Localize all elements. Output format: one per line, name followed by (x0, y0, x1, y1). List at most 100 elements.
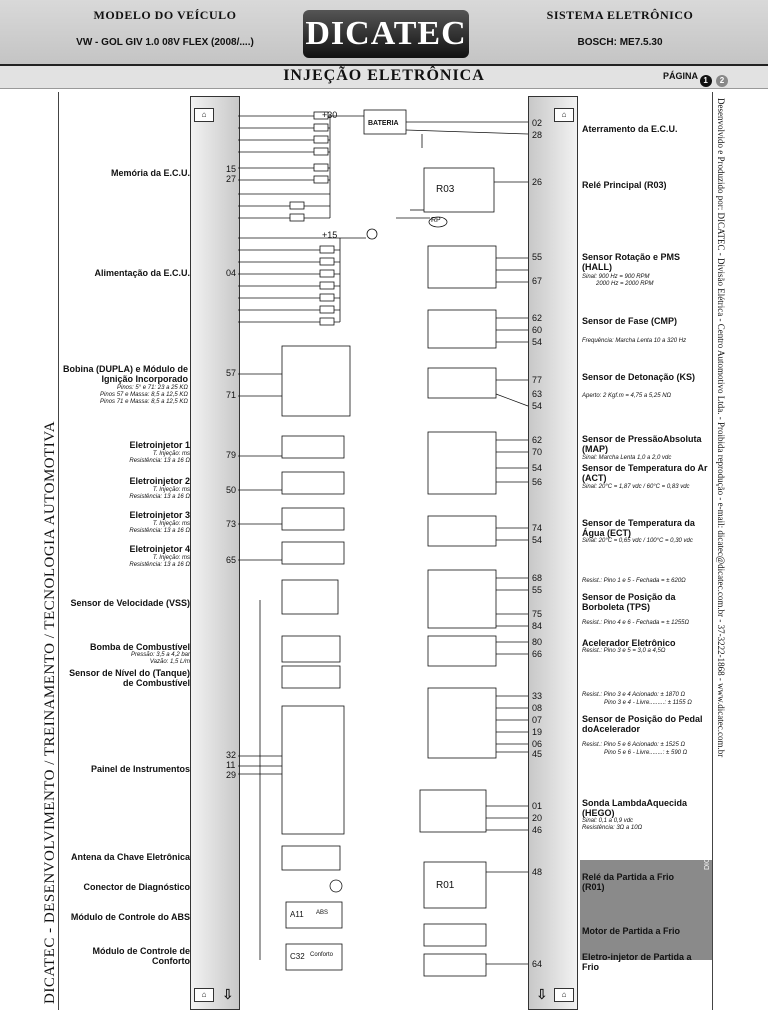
label-ecu-power: Alimentação da E.C.U. (94, 268, 190, 278)
vss-box (281, 579, 339, 615)
pin-62: 62 (532, 435, 543, 445)
act-note-1: Sinal: 20°C = 1,87 vdc / 60°C = 0,83 vdc (582, 484, 690, 490)
plus15-label: +15 (322, 230, 338, 240)
ecu-connector-left (190, 96, 240, 1010)
injector-3-note-1: T. Injeção: ms (152, 521, 190, 527)
pin-80: 80 (532, 637, 543, 647)
pin-66: 66 (532, 649, 543, 659)
pin-15: 15 (226, 164, 237, 174)
comfort-module-code: C32 (290, 952, 305, 961)
vehicle-model-value: VW - GOL GIV 1.0 08V FLEX (2008/....) (76, 37, 254, 48)
hall-sensor-box (427, 245, 497, 289)
pedal-sensor-box (427, 687, 497, 759)
label-cold-start-relay: Relé da Partida a Frio (R01) (582, 872, 675, 892)
label-fuel-pump: Bomba de Combustível (89, 642, 190, 652)
lambda-note-1: Sinal: 0,1 a 0,9 vdc (582, 818, 634, 824)
subheader: INJEÇÃO ELETRÔNICA PÁGINA 1 2 (0, 66, 768, 89)
relay-r01-label: R01 (436, 880, 455, 891)
ect-sensor-box (427, 515, 497, 547)
label-injector-1: Eletroinjetor 1 (129, 440, 190, 450)
lambda-sensor-box (419, 789, 487, 833)
pin-62: 62 (532, 313, 543, 323)
label-pedal-sensor: Sensor de Posição do Pedal doAcelerador (582, 714, 703, 734)
coil-note-3: Pinos 71 e Massa: 8,5 a 12,5 KΩ (100, 399, 188, 405)
pin-20: 20 (532, 813, 543, 823)
label-abs-module: Módulo de Controle do ABS (70, 912, 190, 922)
label-comfort-module: Módulo de Controle de Conforto (92, 946, 191, 966)
label-knock-sensor: Sensor de Detonação (KS) (582, 372, 696, 382)
plus30-label: +30 (322, 110, 338, 120)
fuel-pump-note-1: Pressão: 3,5 a 4,2 bar (130, 652, 190, 658)
pin-54: 54 (532, 535, 543, 545)
label-fuel-level: Sensor de Nível do (Tanque) de Combustív… (69, 668, 190, 688)
knock-sensor-box (427, 367, 497, 399)
throttle-motor-box (427, 635, 497, 667)
ecu-icon: ⌂ (554, 988, 574, 1002)
battery-label: BATERIA (368, 120, 399, 127)
pin-71: 71 (226, 390, 237, 400)
diagnostic-connector-symbol (329, 879, 343, 893)
header: MODELO DO VEÍCULO VW - GOL GIV 1.0 08V F… (0, 0, 768, 66)
label-instrument-panel: Painel de Instrumentos (90, 764, 190, 774)
label-hall-sensor: Sensor Rotação e PMS (HALL) (582, 252, 681, 272)
pin-75: 75 (532, 609, 543, 619)
label-injector-2: Eletroinjetor 2 (129, 476, 190, 486)
map-note-1: Sinal: Marcha Lenta 1,0 a 2,0 vdc (582, 455, 672, 461)
relay-r01-box (423, 861, 487, 909)
right-sidebar (712, 92, 729, 1010)
fuse-rp-label: RP (431, 217, 441, 224)
label-tps-sensor: Sensor de Posição da Borboleta (TPS) (582, 592, 676, 612)
cmp-note-1: Frequência: Marcha Lenta 10 a 320 Hz (582, 338, 687, 344)
pin-56: 56 (532, 477, 543, 487)
arrow-down-icon: ⇩ (536, 986, 548, 1002)
injector-4-note-1: T. Injeção: ms (152, 555, 190, 561)
instrument-panel-box (281, 705, 345, 835)
pin-67: 67 (532, 276, 543, 286)
label-injector-4: Eletroinjetor 4 (129, 544, 190, 554)
page-1-dot[interactable]: 1 (699, 75, 712, 87)
pin-29: 29 (226, 770, 237, 780)
battery-symbol (363, 109, 407, 135)
label-diagnostic-connector: Conector de Diagnóstico (83, 882, 190, 892)
injector-3-note-2: Resistência: 13 a 16 Ω (129, 528, 190, 534)
label-throttle-actuator: Acelerador Eletrônico (582, 638, 676, 648)
pin-55: 55 (532, 585, 543, 595)
relay-r03-label: R03 (436, 184, 455, 195)
pedal-note-2: Pino 3 e 4 - Livre.........: ± 1155 Ω (604, 700, 692, 706)
fuel-pump-note-2: Vazão: 1,5 L/m (149, 659, 190, 665)
page-indicator[interactable]: 1 2 (699, 70, 728, 88)
lambda-note-2: Resistência: 3Ω a 10Ω (582, 825, 643, 831)
abs-module-code: A11 (290, 910, 304, 919)
injector-4-box (281, 541, 345, 565)
coil-note-2: Pinos 57 e Massa: 8,5 a 12,5 KΩ (100, 392, 188, 398)
fuel-pump-box (281, 635, 341, 663)
pin-55: 55 (532, 252, 543, 262)
pedal-note-3: Resist.: Pino 5 e 6 Acionado: ± 1525 Ω (582, 742, 686, 748)
injector-2-note-1: T. Injeção: ms (152, 487, 190, 493)
pin-27: 27 (226, 174, 237, 184)
label-key-antenna: Antena da Chave Eletrônica (70, 852, 190, 862)
injector-4-note-2: Resistência: 13 a 16 Ω (129, 562, 190, 568)
pin-48: 48 (532, 867, 543, 877)
hall-note-1: Sinal: 900 Hz = 900 RPM (582, 274, 650, 280)
ect-note-1: Sinal: 20°C = 0,65 vdc / 100°C = 0,30 vd… (582, 538, 693, 544)
page-2-dot[interactable]: 2 (716, 75, 728, 87)
pin-73: 73 (226, 519, 237, 529)
pin-70: 70 (532, 447, 543, 457)
ecu-connector-right (528, 96, 578, 1010)
vehicle-model-block: MODELO DO VEÍCULO VW - GOL GIV 1.0 08V F… (40, 8, 290, 48)
comfort-module-box (285, 943, 343, 971)
electronic-system-label: SISTEMA ELETRÔNICO (546, 8, 694, 22)
brand-logo: DICATEC (303, 10, 469, 58)
pin-84: 84 (532, 621, 543, 631)
electronic-system-block: SISTEMA ELETRÔNICO BOSCH: ME7.5.30 (500, 8, 740, 48)
tps-note-2: Resist.: Pino 4 e 6 - Fechada = ± 1255Ω (582, 620, 690, 626)
pin-08: 08 (532, 703, 543, 713)
cold-start-highlight-text: DICATEC (704, 839, 711, 870)
pin-57: 57 (226, 368, 237, 378)
pin-54: 54 (532, 463, 543, 473)
label-cmp-sensor: Sensor de Fase (CMP) (582, 316, 678, 326)
map-act-sensor-box (427, 431, 497, 495)
injector-2-box (281, 471, 345, 495)
pin-06: 06 (532, 739, 543, 749)
